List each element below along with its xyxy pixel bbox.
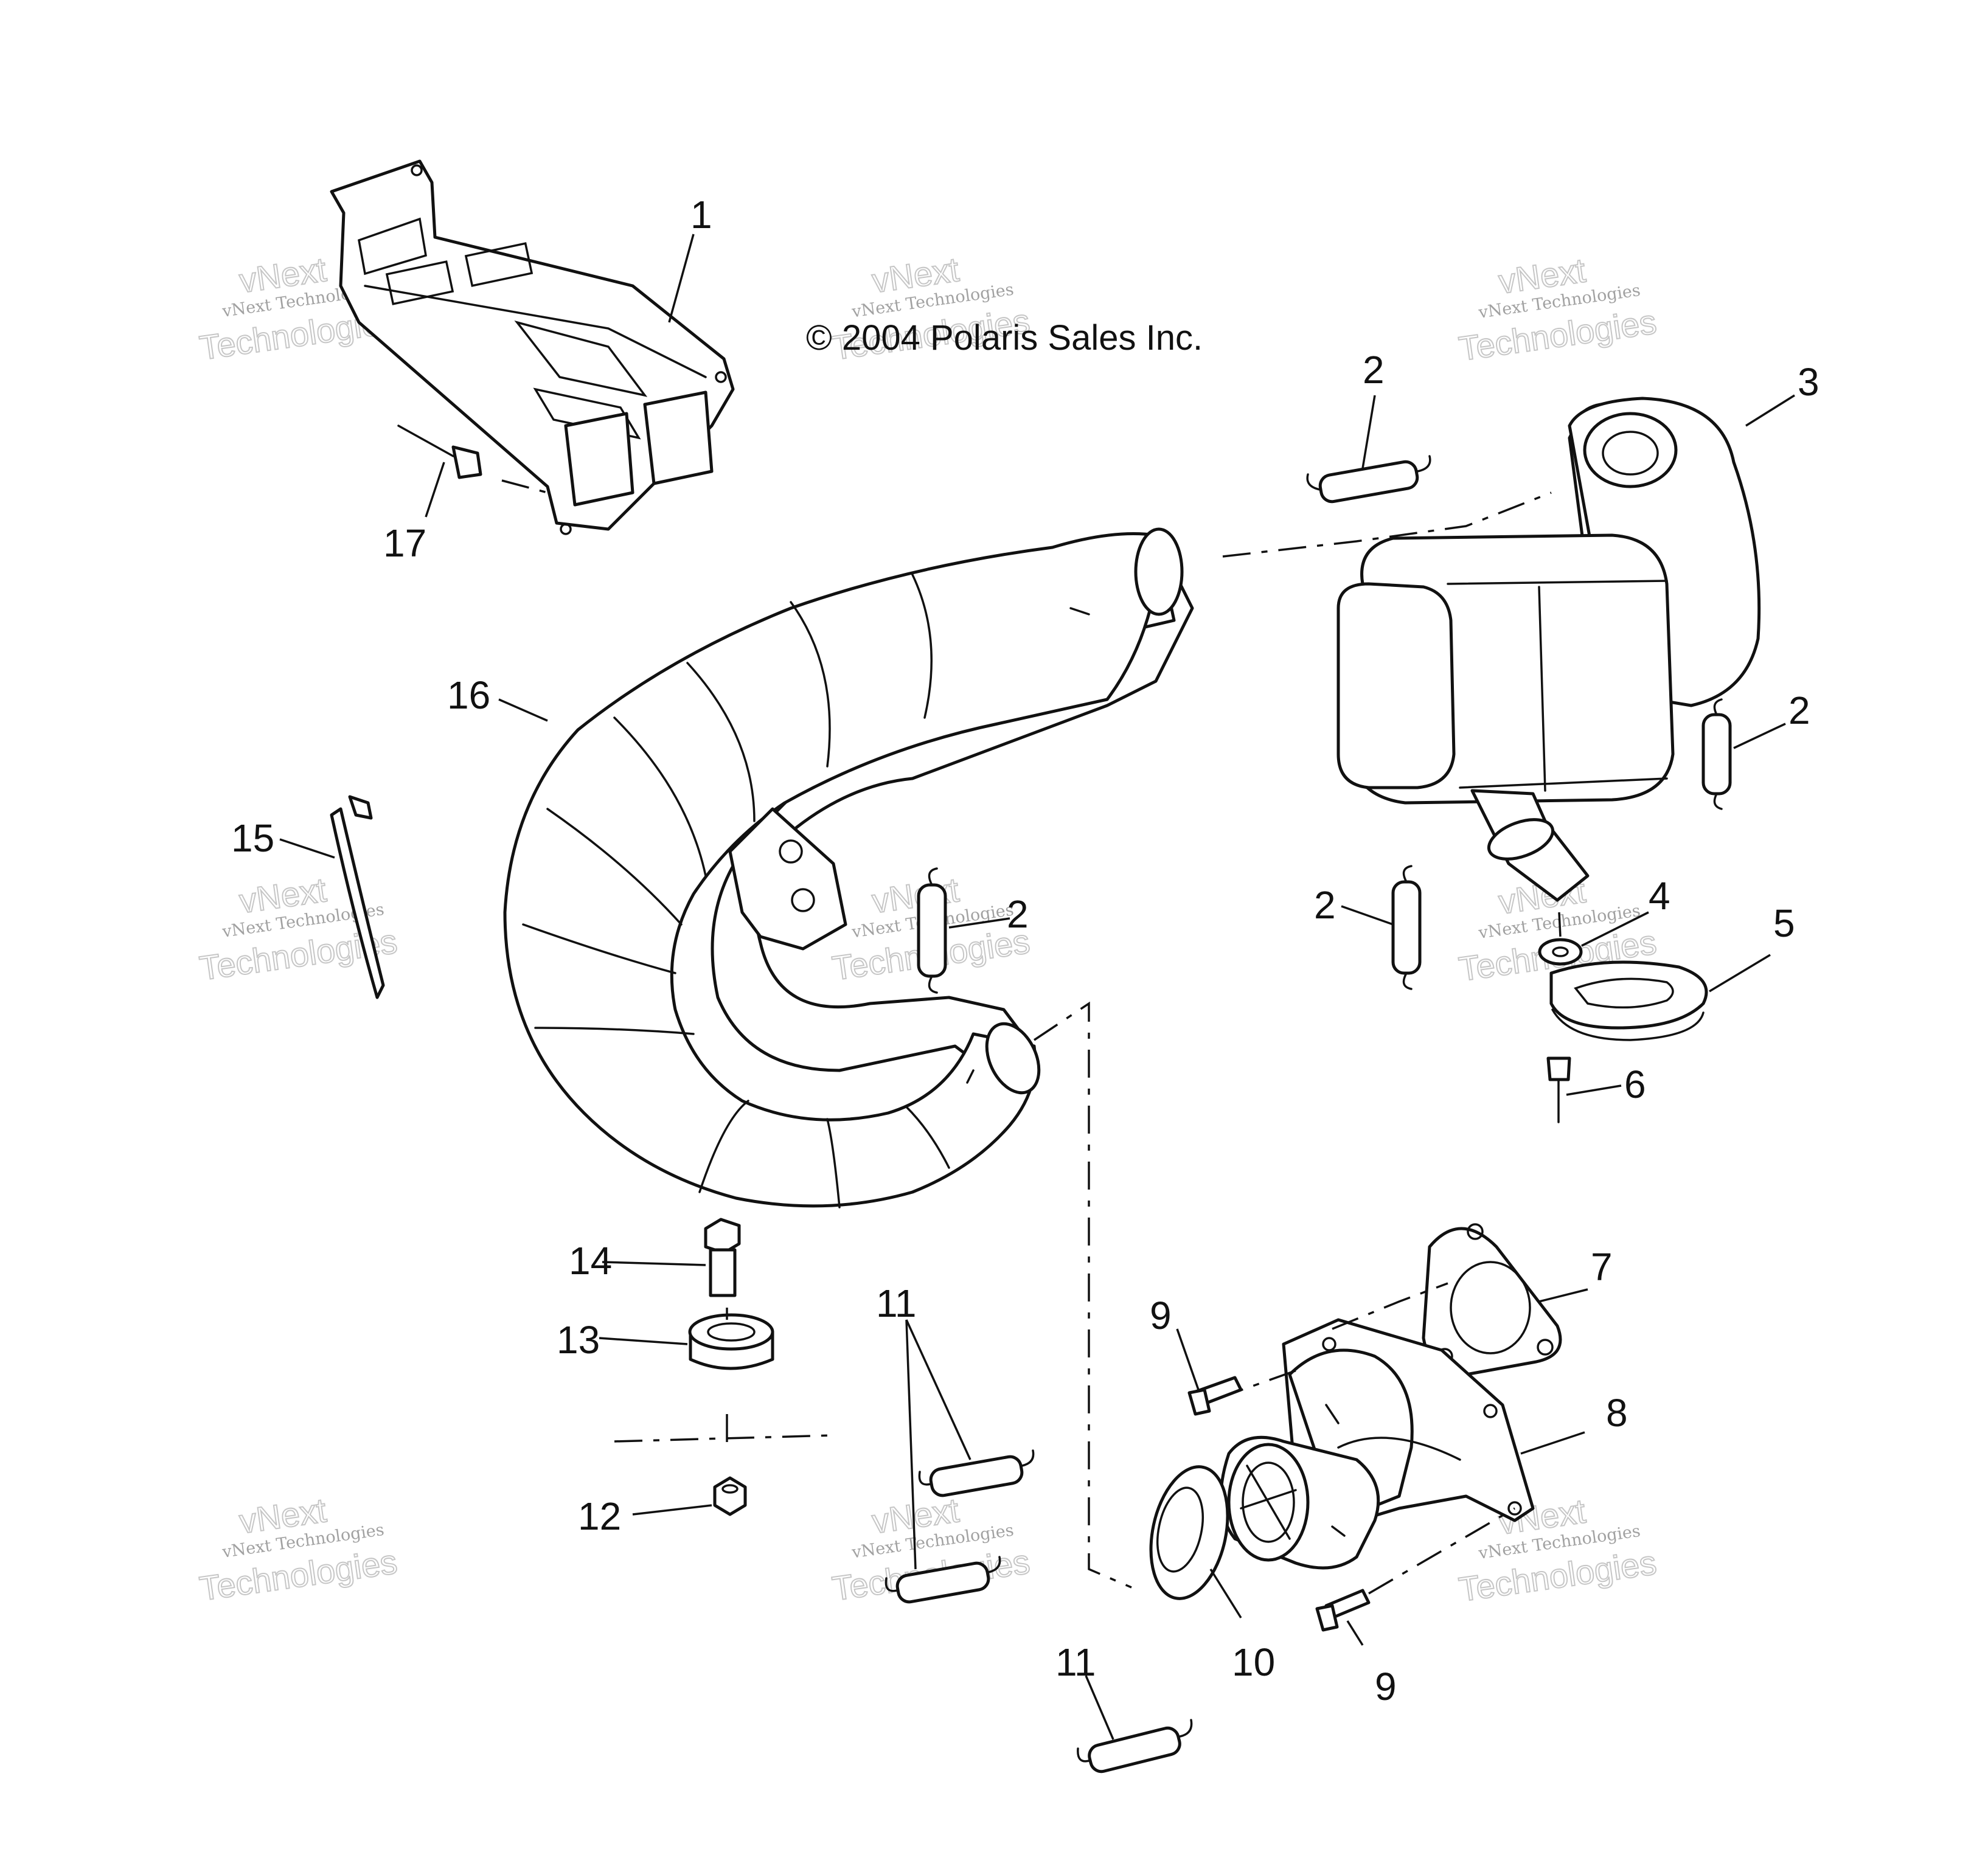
part-9-bolt-top [1187,1376,1243,1416]
callout-5: 5 [1773,901,1795,945]
leader-lines [279,234,1795,1740]
callout-9-top: 9 [1150,1294,1172,1337]
part-17-rivet [397,425,482,479]
part-8-manifold [1219,1318,1535,1570]
part-6-rivet [1546,1056,1571,1123]
assembly-line-7 [1216,1367,1302,1400]
part-16-expansion-chamber [503,527,1194,1208]
part-2-spring-lower-right [1391,865,1422,990]
callout-12: 12 [578,1494,621,1538]
part-11-spring-upper [918,1449,1035,1497]
callout-10: 10 [1232,1640,1275,1684]
part-2-spring-top [1306,455,1431,504]
callout-7: 7 [1591,1245,1613,1289]
part-12-nut [713,1476,747,1516]
part-3-muffler [1336,397,1761,902]
part-11-spring-lower [885,1556,1001,1604]
callout-8: 8 [1606,1391,1628,1435]
callout-2-middle: 2 [1007,892,1029,936]
part-2-spring-middle [917,867,947,994]
part-5-grommet [1549,960,1708,1041]
part-13-bushing [688,1313,774,1370]
callout-11-bottom: 11 [1055,1640,1096,1684]
part-9-bolt-bottom [1315,1589,1371,1632]
callout-13: 13 [557,1318,600,1362]
assembly-line-1 [1222,491,1552,558]
callout-17: 17 [383,521,426,565]
callout-4: 4 [1649,874,1670,918]
assembly-line-5 [1332,1282,1448,1330]
part-11-spring-bottom [1077,1719,1193,1774]
watermark-bottom-left: vNext vNext Technologies Technologies [196,1490,400,1609]
copyright-text: © 2004 Polaris Sales Inc. [806,318,1203,358]
callout-11-upper: 11 [876,1281,916,1325]
callout-6: 6 [1624,1063,1646,1106]
callout-9-bottom: 9 [1375,1665,1397,1708]
assembly-line-10 [501,479,548,494]
callout-3: 3 [1798,360,1819,404]
part-15-strap [330,795,385,999]
callout-16: 16 [447,673,490,717]
watermark-top-right: vNext vNext Technologies Technologies [1456,250,1659,369]
callout-15: 15 [231,816,274,860]
part-4-washer [1538,938,1583,966]
callout-14: 14 [569,1239,612,1283]
part-2-spring-right [1701,698,1732,810]
assembly-line-3 [614,1434,834,1443]
callout-2-right: 2 [1788,688,1810,732]
part-1-mounting-bracket [330,159,735,535]
callout-1: 1 [690,193,712,237]
callout-2-top: 2 [1363,348,1385,392]
part-14-bolt [704,1218,741,1297]
callout-labels: 1 17 2 3 2 16 15 2 2 4 5 6 7 8 9 9 10 11… [231,193,1819,1708]
assembly-line-2 [1034,1001,1132,1589]
assembly-line-9 [1558,912,1562,937]
part-10-seal-ring [1149,1465,1229,1600]
callout-2-lower: 2 [1314,883,1336,927]
